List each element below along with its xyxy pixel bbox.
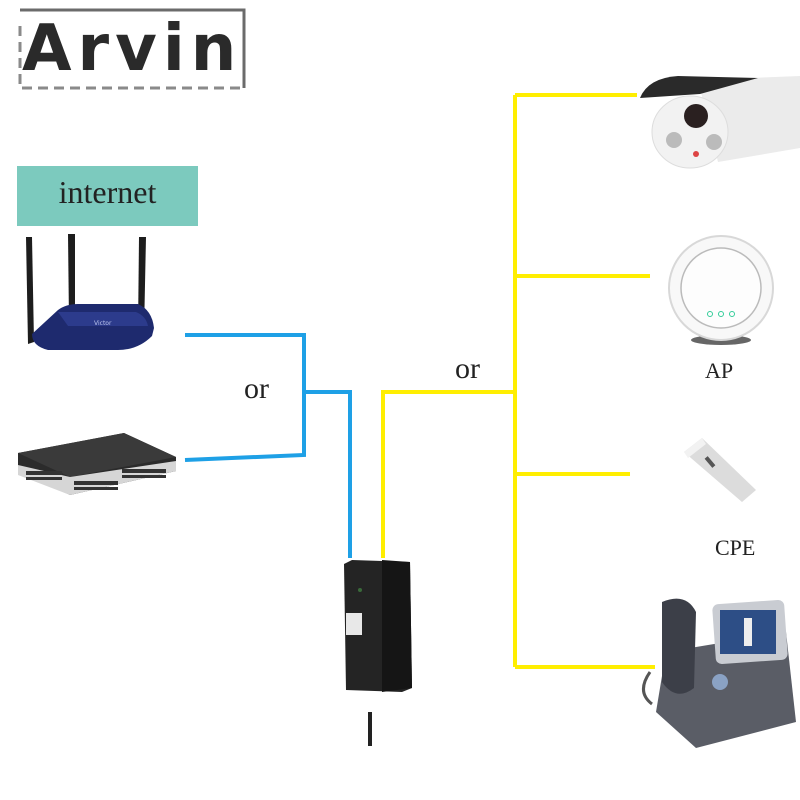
poe-injector-icon [344, 560, 412, 692]
poe-output-line [381, 390, 515, 558]
svg-text:Victor: Victor [94, 320, 112, 327]
or-label-left: or [244, 372, 269, 405]
access-point-icon [668, 235, 774, 345]
uplink-ethernet-line [304, 390, 352, 558]
router-icon: Victor [26, 234, 154, 350]
logo-text: Arvin [22, 12, 243, 86]
ip-phone-icon [642, 598, 796, 748]
switch-icon [18, 433, 176, 495]
router-ethernet-line [184, 333, 306, 462]
or-label-right: or [455, 352, 480, 385]
ip-camera-icon [640, 76, 800, 169]
logo-frame [18, 8, 246, 90]
ap-label: AP [705, 358, 734, 383]
internet-box [17, 166, 198, 226]
cpe-label: CPE [715, 535, 756, 560]
internet-label: internet [58, 174, 157, 210]
cpe-icon [684, 438, 756, 502]
